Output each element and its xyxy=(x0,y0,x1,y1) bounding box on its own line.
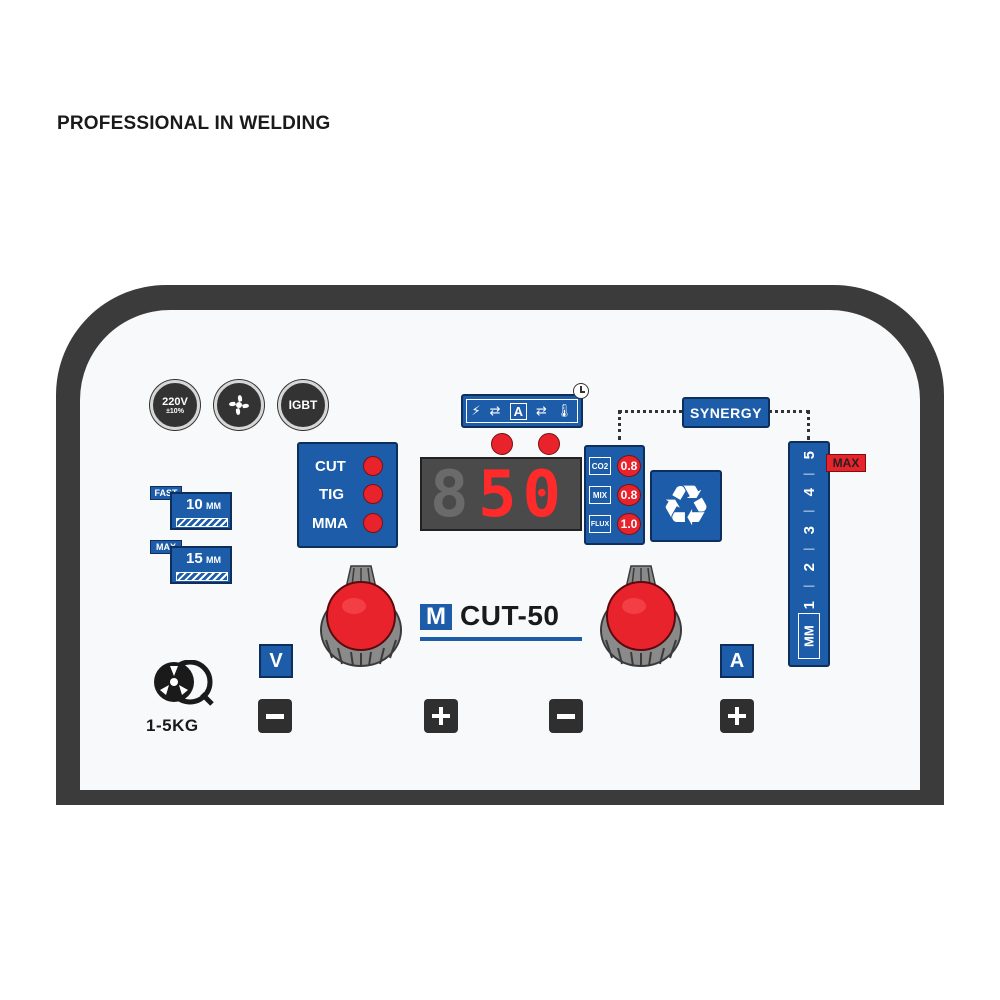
voltage-decrease-button[interactable] xyxy=(258,699,292,733)
tagline: PROFESSIONAL IN WELDING xyxy=(57,113,331,134)
scale-tick: 5 xyxy=(800,451,818,460)
fan-badge xyxy=(214,380,264,430)
swap-icon: ⇄ xyxy=(489,403,501,418)
voltage-knob[interactable] xyxy=(318,560,404,670)
wire-gas-label: MIX xyxy=(589,486,611,504)
voltage-main: 220V xyxy=(162,395,188,408)
indicator-led-left xyxy=(491,433,513,455)
wire-gas-label: FLUX xyxy=(589,515,611,533)
plus-icon xyxy=(432,707,450,725)
scale-tick: 1 xyxy=(800,600,818,609)
scale-ticks: 1 — 2 — 3 — 4 — 5 xyxy=(795,451,823,609)
digital-display: 8 50 xyxy=(420,457,582,531)
plate-hatch-icon xyxy=(176,518,228,527)
thickness-fast-value: 10 xyxy=(186,496,203,513)
indicator-led-right xyxy=(538,433,560,455)
wire-size-led: 1.0 xyxy=(617,513,641,535)
spool-weight: 1-5KG xyxy=(146,716,199,735)
mode-led-cut xyxy=(363,456,383,476)
mode-selector[interactable]: CUT TIG MMA xyxy=(297,442,398,548)
scale-unit: MM xyxy=(798,613,820,659)
recycle-icon: ♻ xyxy=(650,470,722,542)
wire-size-led: 0.8 xyxy=(617,455,641,477)
minus-icon xyxy=(557,713,575,719)
mode-label: CUT xyxy=(315,458,346,475)
ampere-decrease-button[interactable] xyxy=(549,699,583,733)
voltage-increase-button[interactable] xyxy=(424,699,458,733)
scale-separator: — xyxy=(803,580,815,593)
scale-tick: 3 xyxy=(800,525,818,535)
wire-row-mix[interactable]: MIX 0.8 xyxy=(589,484,643,508)
thickness-scale: 1 — 2 — 3 — 4 — 5 MM xyxy=(788,441,830,667)
voltage-tolerance: ±10% xyxy=(166,407,184,415)
scale-max-tag: MAX xyxy=(826,454,866,472)
brand-block: M CUT-50 xyxy=(420,600,584,644)
thickness-max-value: 15 xyxy=(186,550,203,567)
mode-led-tig xyxy=(363,484,383,504)
thickness-max-unit: MM xyxy=(206,555,221,565)
function-bar: ⚡ ⇄ A ⇄ 🌡 xyxy=(461,394,583,428)
plate-hatch-icon xyxy=(176,572,228,581)
display-value: 50 xyxy=(478,458,568,532)
minus-icon xyxy=(266,713,284,719)
wire-gas-label: CO2 xyxy=(589,457,611,475)
voltage-label: V xyxy=(259,644,293,678)
igbt-label: IGBT xyxy=(288,398,318,412)
plug-icon: ⚡ xyxy=(471,403,481,418)
thickness-fast-unit: MM xyxy=(206,501,221,511)
thickness-fast-box: 10 MM xyxy=(170,492,232,530)
mode-led-mma xyxy=(363,513,383,533)
function-center-label: A xyxy=(509,402,527,420)
swap-icon: ⇄ xyxy=(535,403,547,418)
scale-tick: 4 xyxy=(800,488,818,497)
wire-selector[interactable]: CO2 0.8 MIX 0.8 FLUX 1.0 xyxy=(584,445,645,545)
scale-separator: — xyxy=(803,542,815,555)
model-name: CUT-50 xyxy=(460,600,560,631)
wire-row-flux[interactable]: FLUX 1.0 xyxy=(589,513,643,537)
scale-tick: 2 xyxy=(800,563,818,572)
thickness-max-box: 15 MM xyxy=(170,546,232,584)
voltage-badge: 220V ±10% xyxy=(150,380,200,430)
function-bar-inner: ⚡ ⇄ A ⇄ 🌡 xyxy=(466,399,578,423)
wire-row-co2[interactable]: CO2 0.8 xyxy=(589,455,643,479)
brand-underline xyxy=(420,637,582,641)
ampere-increase-button[interactable] xyxy=(720,699,754,733)
scale-separator: — xyxy=(803,505,815,518)
igbt-badge: IGBT xyxy=(278,380,328,430)
ampere-knob[interactable] xyxy=(598,560,684,670)
fan-icon xyxy=(229,395,249,415)
synergy-label: SYNERGY xyxy=(682,397,770,428)
clock-icon xyxy=(573,383,589,399)
wire-size-led: 0.8 xyxy=(617,484,641,506)
mode-label: TIG xyxy=(319,486,344,503)
mode-label: MMA xyxy=(312,515,348,532)
display-ghost-digit: 8 xyxy=(430,458,469,532)
ampere-label: A xyxy=(720,644,754,678)
thermometer-icon: 🌡 xyxy=(555,403,573,418)
spool-icon xyxy=(152,659,216,706)
plus-icon xyxy=(728,707,746,725)
brand-logo: M xyxy=(420,604,452,630)
scale-separator: — xyxy=(803,467,815,480)
